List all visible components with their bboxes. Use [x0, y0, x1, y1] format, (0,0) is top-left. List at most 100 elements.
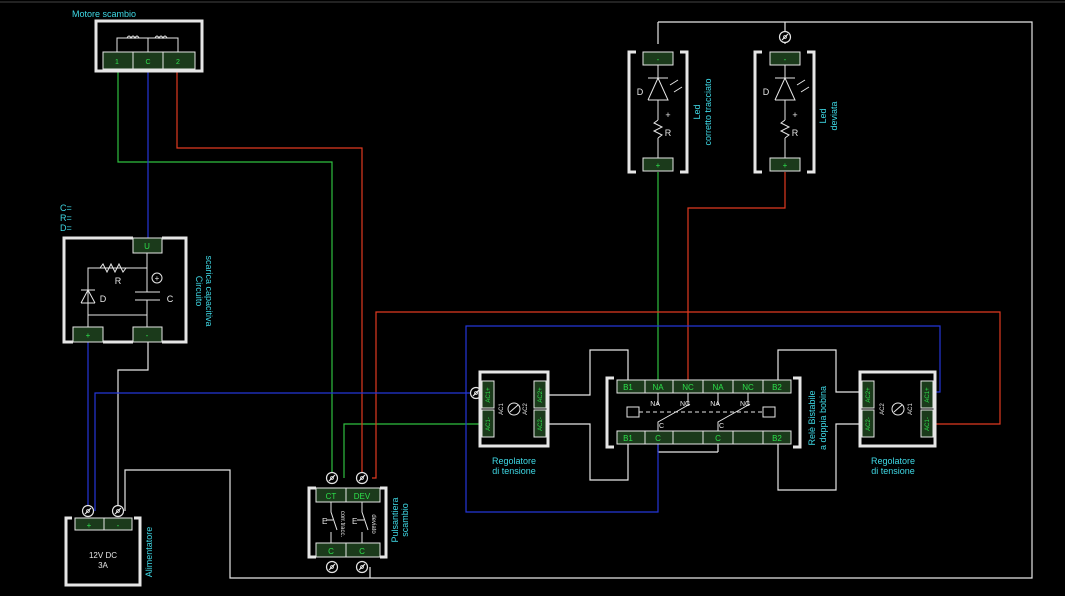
regl-terminal-ac2plus	[533, 380, 547, 409]
pb-screw-c1	[325, 560, 339, 574]
led1-caption-1: Led	[692, 104, 702, 119]
wire-led2-to-relay-nc	[687, 172, 786, 380]
regulator-right-block: AC2+ AC1+ AC2- AC1- AC2 AC1 Regolatore d…	[858, 370, 937, 476]
regl-label-ac2minus: AC2-	[538, 417, 544, 431]
motor-block: Motore scambio 1 C 2	[72, 9, 204, 73]
led1-label-plus: +	[665, 110, 670, 120]
relay-bottom-b2: B2	[772, 434, 782, 443]
relay-top-terminals	[616, 379, 792, 394]
supply-rating-1: 12V DC	[89, 551, 117, 560]
led1-label-r: R	[665, 128, 672, 138]
green-wires	[117, 72, 659, 478]
regl-inner-ac1: AC1	[499, 403, 505, 415]
led1-caption-2: corretto tracciato	[703, 78, 713, 145]
relay-inner-na2: NA	[710, 401, 720, 408]
relay-top-b2: B2	[772, 383, 782, 392]
cap-terminal-plus-label: +	[86, 331, 91, 340]
supply-screw-minus	[111, 504, 125, 518]
motor-terminal-strip	[102, 51, 196, 70]
pb-terminal-c1: C	[328, 547, 334, 556]
relay-bottom-b1: B1	[623, 434, 633, 443]
wire-cap-minus-to-supply-minus	[117, 342, 149, 511]
cap-terminal-u-label: U	[144, 242, 150, 251]
regl-label-ac1minus: AC1-	[486, 417, 492, 431]
relay-top-na1: NA	[652, 383, 664, 392]
supply-rating-2: 3A	[98, 561, 108, 570]
cap-label-r: R	[115, 276, 122, 286]
regr-caption-2: di tensione	[871, 466, 915, 476]
pb-terminal-c2: C	[359, 547, 365, 556]
wire-relay-b2b-to-regr	[777, 423, 862, 491]
pb-screw-ct	[325, 471, 339, 485]
relay-inner-nc2: NC	[740, 401, 750, 408]
pb-label-corretto: corr.tracc.	[339, 511, 345, 538]
wire-motor1-to-ct	[117, 72, 333, 478]
led2-caption-1: Led	[818, 108, 828, 123]
relay-top-b1: B1	[623, 383, 633, 392]
regr-label-ac2minus: AC2-	[866, 417, 872, 431]
supply-screw-plus	[81, 504, 95, 518]
led2-screw	[778, 30, 792, 44]
relay-frame	[605, 376, 802, 449]
cap-polarity-mark	[151, 272, 163, 284]
cap-label-d: D	[100, 294, 107, 304]
pb-label-deviato: deviato	[370, 514, 376, 534]
regr-label-ac1plus: AC1+	[925, 387, 931, 403]
relay-bottom-terminals	[616, 430, 792, 445]
relay-top-nc1: NC	[682, 383, 694, 392]
led1-schematic	[647, 65, 683, 158]
capacitive-circuit-block: C= R= D= U + - + R D C Circuito	[60, 203, 214, 344]
regl-label-ac1plus: AC1+	[486, 387, 492, 403]
led1-terminal-minus-label: -	[657, 55, 660, 64]
regl-meter-icon	[507, 402, 521, 416]
regl-terminal-ac1minus	[481, 409, 495, 438]
supply-caption: Alimentatore	[144, 527, 154, 578]
pb-caption-2: scambio	[400, 503, 410, 537]
regr-label-ac2plus: AC2+	[866, 387, 872, 403]
supply-frame	[64, 516, 142, 587]
led1-label-d: D	[637, 87, 644, 97]
relay-internals	[626, 393, 776, 431]
relay-top-nc2: NC	[742, 383, 754, 392]
relay-block: B1 NA NC NA NC B2 B1 C C B2 NA NC C NA N…	[605, 376, 828, 450]
pb-frame	[307, 486, 388, 559]
regulator-left-block: AC1+ AC2+ AC1- AC2- AC1 AC2 Regolatore d…	[469, 370, 550, 476]
regl-terminal-ac2minus	[533, 409, 547, 438]
pb-screw-c2	[355, 560, 369, 574]
regr-label-ac1minus: AC1-	[925, 417, 931, 431]
pb-top-terminals	[315, 487, 381, 503]
pb-caption-1: Pulsantiera	[390, 497, 400, 542]
cap-caption-1: Circuito	[194, 276, 204, 307]
cap-note-c: C=	[60, 203, 72, 213]
wire-ct-to-regl	[343, 423, 480, 478]
cap-note-d: D=	[60, 223, 72, 233]
pb-bottom-terminals	[315, 542, 381, 558]
wire-regr-to-relay-c	[465, 325, 941, 513]
relay-inner-nc1: NC	[680, 401, 690, 408]
regl-terminal-ac1plus	[481, 380, 495, 409]
led1-frame	[627, 50, 689, 174]
regl-inner-ac2: AC2	[523, 403, 529, 415]
relay-inner-na1: NA	[650, 401, 660, 408]
wire-supply-loop	[124, 21, 1033, 579]
led2-schematic	[774, 65, 810, 158]
led2-frame	[753, 50, 816, 174]
regr-inner-ac1: AC1	[908, 403, 914, 415]
cap-terminal-minus-label: -	[146, 331, 149, 340]
wire-supply-plus-to-regl	[94, 392, 470, 511]
relay-caption-1: Relè Bistabile	[807, 390, 817, 445]
blue-wires	[87, 72, 941, 513]
wire-relay-b2-to-regr	[777, 349, 862, 393]
led2-label-d: D	[763, 87, 770, 97]
led2-terminal-minus-label: -	[784, 55, 787, 64]
power-supply-block: + - 12V DC 3A Alimentatore	[64, 504, 154, 587]
pb-screw-dev	[355, 471, 369, 485]
red-wires	[176, 72, 1001, 479]
pb-terminal-ct: CT	[326, 492, 337, 501]
supply-terminal-minus-label: -	[117, 521, 120, 530]
white-wires	[117, 21, 1033, 579]
led2-caption-2: deviata	[829, 101, 839, 130]
pb-terminal-dev: DEV	[354, 492, 371, 501]
relay-bottom-c2: C	[715, 434, 721, 443]
